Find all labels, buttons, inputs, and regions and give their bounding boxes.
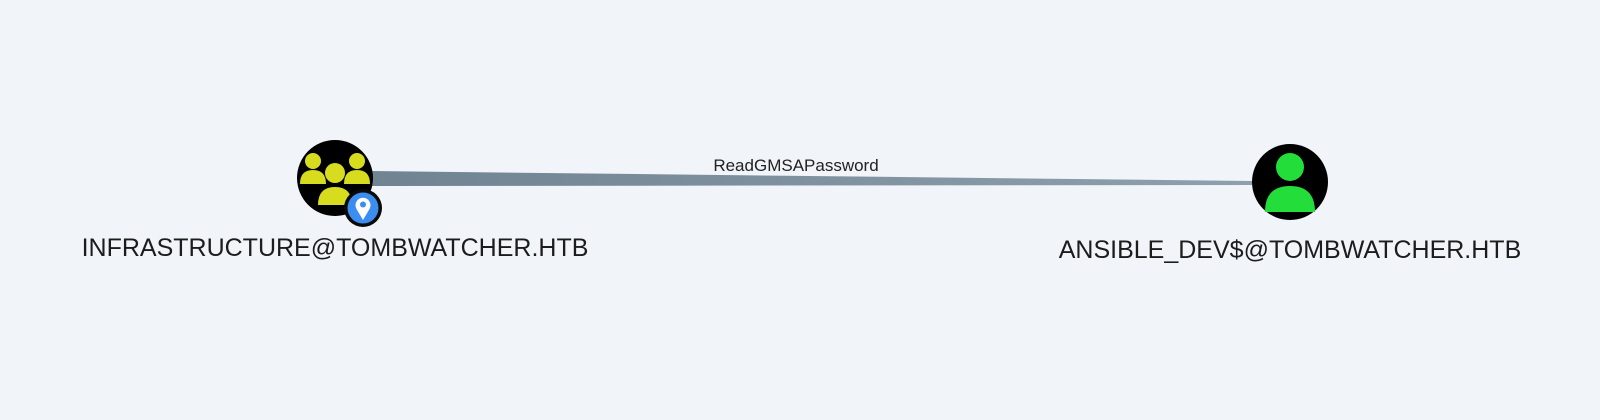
node-infrastructure-group[interactable]: INFRASTRUCTURE@TOMBWATCHER.HTB xyxy=(82,140,589,262)
map-pin-icon xyxy=(344,189,382,227)
node-label-infrastructure: INFRASTRUCTURE@TOMBWATCHER.HTB xyxy=(82,234,589,262)
edge-label: ReadGMSAPassword xyxy=(713,156,878,175)
edge-line[interactable] xyxy=(366,171,1252,186)
node-label-ansible-dev: ANSIBLE_DEV$@TOMBWATCHER.HTB xyxy=(1059,236,1522,264)
users-group-icon xyxy=(300,153,370,205)
node-ansible-dev-user[interactable]: ANSIBLE_DEV$@TOMBWATCHER.HTB xyxy=(1059,144,1522,264)
user-icon xyxy=(1265,153,1315,212)
edge-readgmsapassword[interactable]: ReadGMSAPassword xyxy=(366,156,1252,186)
